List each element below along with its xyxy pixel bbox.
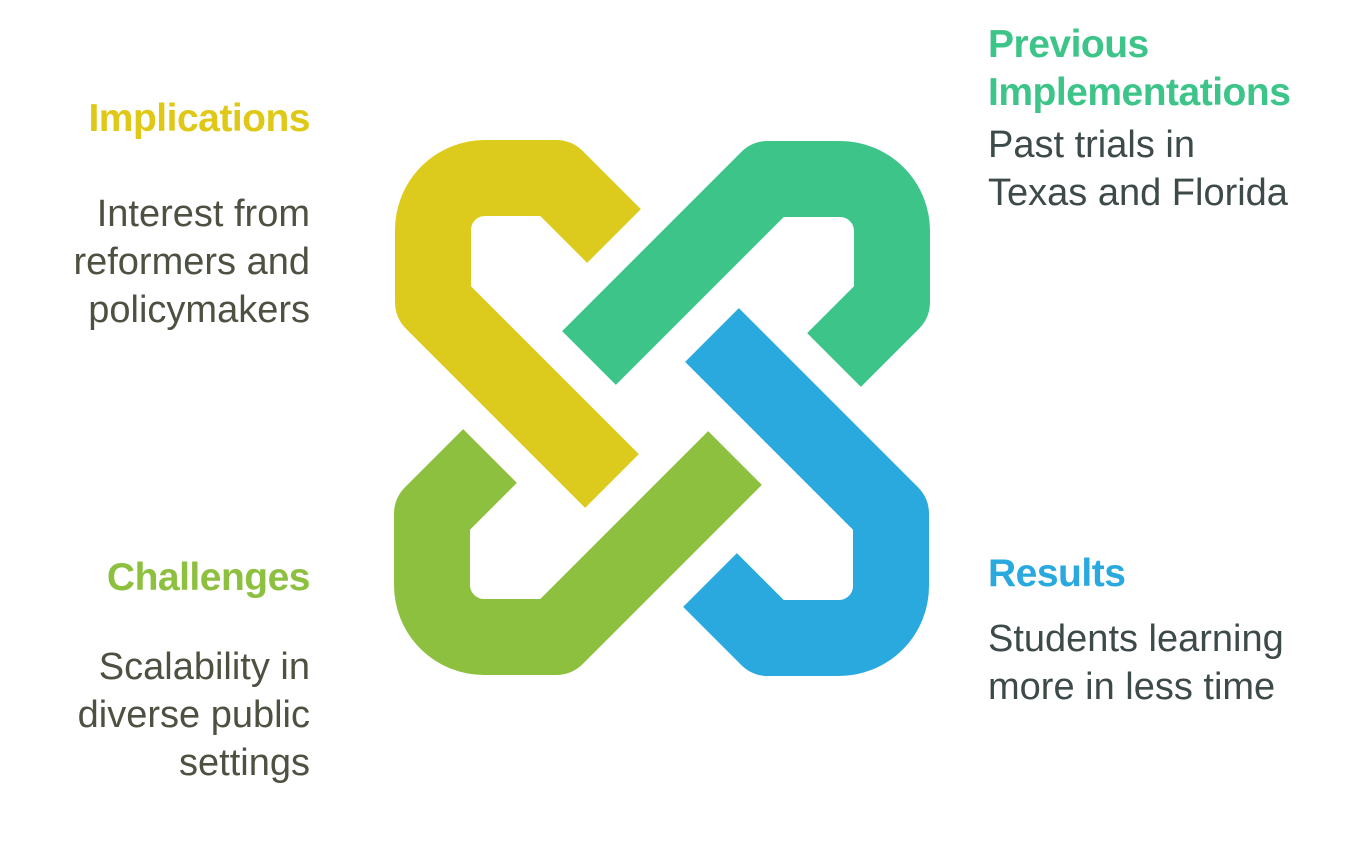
challenges-heading: Challenges xyxy=(106,556,311,599)
challenges-body-line: diverse public xyxy=(77,694,310,736)
implications-body: Interest from reformers and policymakers xyxy=(0,190,310,334)
implications-body-line: policymakers xyxy=(88,289,310,331)
previous-body-line: Past trials in xyxy=(988,124,1195,166)
challenges-body-line: Scalability in xyxy=(98,646,310,688)
results-body-line: Students learning xyxy=(988,618,1284,660)
knot-loop-blue-bottom-right xyxy=(683,308,929,676)
previous-heading-line: Previous xyxy=(988,23,1149,66)
section-results: Results Students learning more in less t… xyxy=(988,550,1372,711)
implications-heading: Implications xyxy=(88,97,310,140)
knot-loop-olive-bottom-left xyxy=(394,429,762,675)
implications-body-line: reformers and xyxy=(73,241,310,283)
knot-loop-green-top-right xyxy=(562,141,930,387)
section-implications: Implications Interest from reformers and… xyxy=(0,95,310,334)
previous-implementations-heading: Previous Implementations xyxy=(988,21,1372,117)
previous-implementations-body: Past trials in Texas and Florida xyxy=(988,121,1372,217)
results-body-line: more in less time xyxy=(988,666,1276,708)
results-body: Students learning more in less time xyxy=(988,615,1372,711)
previous-heading-line: Implementations xyxy=(988,71,1291,114)
implications-body-line: Interest from xyxy=(96,193,310,235)
challenges-body-line: settings xyxy=(179,742,310,784)
results-heading: Results xyxy=(988,552,1126,595)
section-previous-implementations: Previous Implementations Past trials in … xyxy=(988,21,1372,217)
knot-loop-yellow-top-left xyxy=(395,140,641,508)
challenges-body: Scalability in diverse public settings xyxy=(0,643,310,787)
section-challenges: Challenges Scalability in diverse public… xyxy=(0,554,311,787)
previous-body-line: Texas and Florida xyxy=(988,172,1288,214)
